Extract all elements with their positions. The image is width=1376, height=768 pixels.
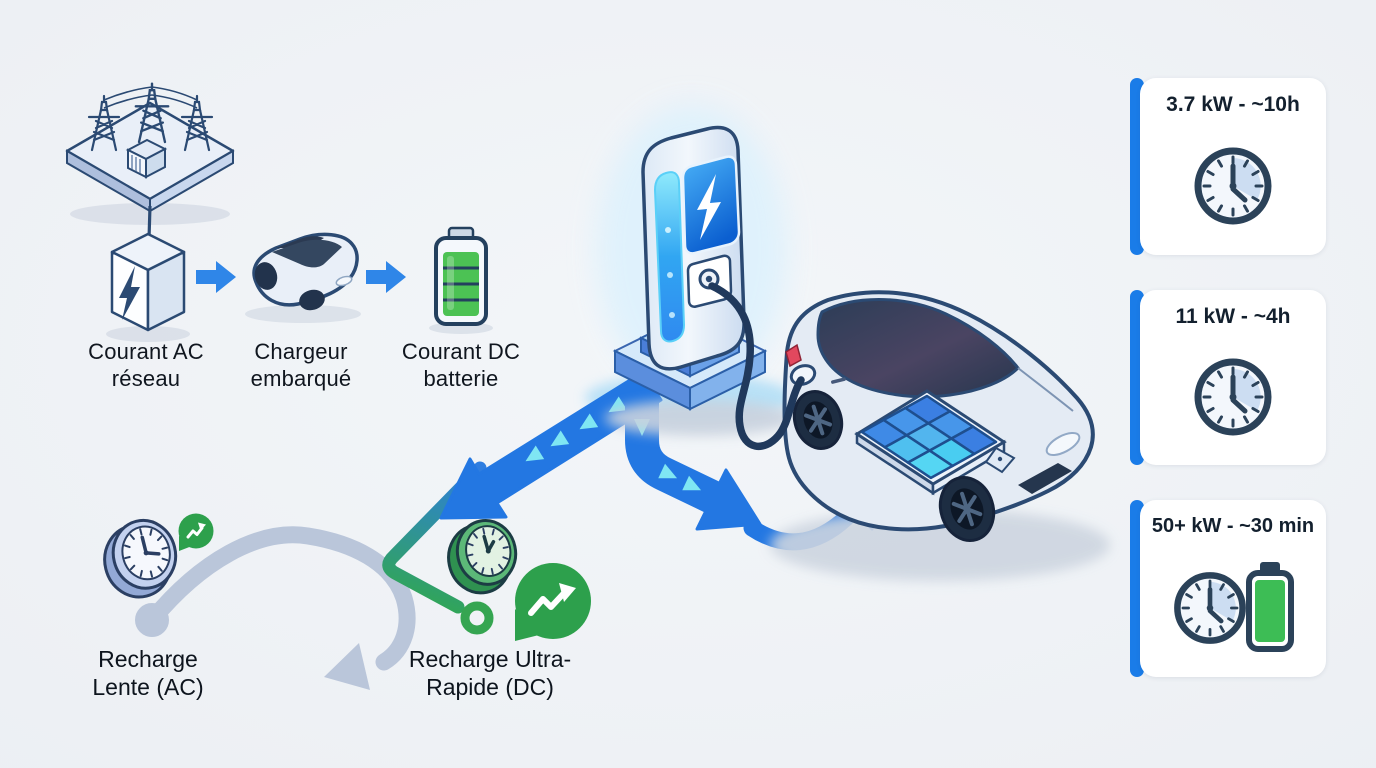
car-front-wheel (938, 476, 996, 542)
led-strip (653, 171, 686, 343)
trend-up-badge-icon (515, 563, 591, 641)
electric-car-illustration (770, 290, 1110, 581)
label-line: batterie (423, 366, 499, 391)
ev-battery-pack (854, 389, 1016, 496)
label-recharge-lente: Recharge Lente (AC) (32, 646, 264, 701)
lightning-bolt-icon (697, 174, 721, 240)
battery-icon (429, 226, 493, 334)
label-line: Recharge (98, 646, 198, 672)
label-line: Lente (AC) (92, 673, 204, 700)
taillight (785, 343, 802, 368)
label-line: Recharge Ultra- (408, 646, 572, 672)
ev-charging-station (605, 125, 795, 436)
label-line: Chargeur (254, 339, 348, 364)
trend-up-badge-icon (178, 513, 214, 551)
card-icons (1169, 538, 1297, 677)
card-icons (1189, 117, 1277, 255)
charging-cable (708, 282, 805, 451)
clock-icon (1194, 358, 1272, 436)
slow-charge-path (135, 526, 416, 690)
lightning-bolt-icon (119, 266, 140, 320)
car-glass-roof (816, 298, 1020, 399)
label-line: Courant DC (401, 339, 521, 364)
substation-box-icon (125, 138, 168, 179)
label-line: réseau (111, 366, 181, 391)
card-title: 11 kW - ~4h (1175, 305, 1291, 328)
card-body: 11 kW - ~4h (1140, 290, 1326, 465)
label-courant-dc: Courant DC batterie (361, 338, 561, 392)
card-body: 50+ kW - ~30 min (1140, 500, 1326, 677)
headlight (1045, 431, 1081, 457)
label-line: embarqué (250, 366, 352, 391)
car-icon (245, 232, 361, 323)
clock-icon (1174, 571, 1246, 644)
car-rear-wheel (792, 390, 844, 450)
step-arrow-icon (366, 261, 406, 293)
label-recharge-ultra-rapide: Recharge Ultra- Rapide (DC) (374, 646, 606, 701)
clock-icon (1194, 147, 1272, 225)
label-courant-ac: Courant AC réseau (46, 338, 246, 392)
fast-charge-branch (382, 461, 494, 635)
speed-card-11kw: 11 kW - ~4h (1130, 290, 1326, 465)
flow-arrow-right (625, 382, 762, 531)
speed-card-3-7kw: 3.7 kW - ~10h (1130, 78, 1326, 255)
tilted-clock-icon (103, 519, 178, 599)
label-chargeur-embarque: Chargeur embarqué (201, 338, 401, 392)
transformer-lightning-icon (106, 232, 190, 342)
front-intake (1018, 463, 1072, 494)
label-line: Rapide (DC) (426, 673, 554, 700)
step-arrow-icon (196, 261, 236, 293)
tilted-clock-green-icon (447, 519, 518, 595)
card-title: 3.7 kW - ~10h (1166, 93, 1300, 116)
card-body: 3.7 kW - ~10h (1140, 78, 1326, 255)
card-title: 50+ kW - ~30 min (1151, 515, 1315, 537)
battery-icon (1246, 561, 1294, 652)
card-icons (1189, 329, 1277, 465)
speed-card-50kw: 50+ kW - ~30 min (1130, 500, 1326, 677)
power-grid-illustration (65, 82, 235, 240)
label-line: Courant AC (88, 339, 204, 364)
flow-arrow-left (439, 370, 663, 520)
